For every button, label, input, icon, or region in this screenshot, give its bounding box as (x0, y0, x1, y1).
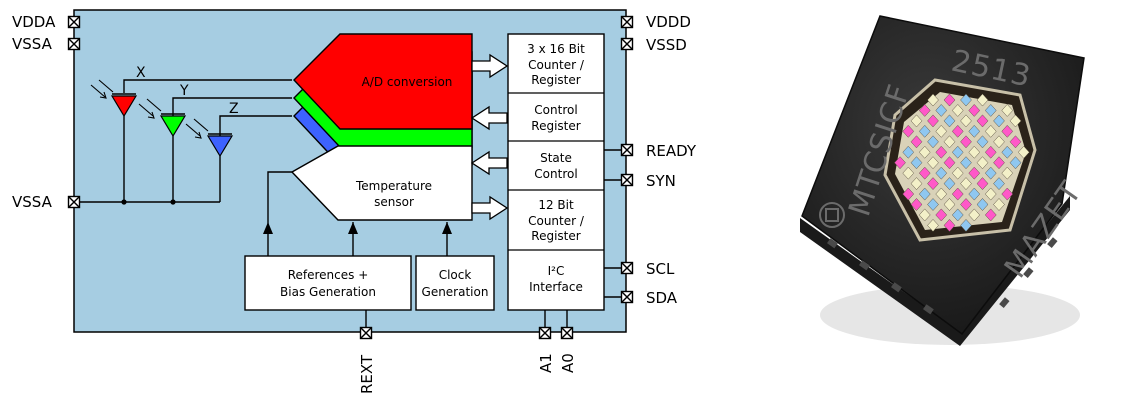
wire-label-y: Y (179, 83, 189, 99)
svg-text:READY: READY (646, 142, 697, 160)
svg-text:SDA: SDA (646, 289, 678, 307)
svg-text:3 x 16 Bit: 3 x 16 Bit (527, 42, 585, 56)
junction-dot (170, 199, 175, 204)
svg-text:References +: References + (288, 268, 369, 282)
wire-label-z: Z (229, 101, 239, 117)
pin-vssa-top: VSSA (12, 35, 80, 53)
svg-text:SYN: SYN (646, 172, 676, 190)
pin-vssa-mid: VSSA (12, 193, 80, 211)
pin-vdda: VDDA (12, 13, 80, 31)
pin-vssd: VSSD (622, 36, 687, 54)
references-bias-block: References + Bias Generation (245, 256, 411, 310)
svg-text:VSSA: VSSA (12, 35, 53, 53)
wire-label-x: X (136, 65, 146, 81)
svg-text:Control: Control (534, 167, 577, 181)
temp-label-1: Temperature (355, 179, 432, 193)
svg-text:12 Bit: 12 Bit (538, 198, 574, 212)
svg-text:Register: Register (531, 73, 580, 87)
counter-register-block: 3 x 16 Bit Counter / Register (527, 42, 585, 87)
sensor-chip-photo (800, 16, 1084, 346)
svg-text:A1: A1 (537, 353, 555, 373)
svg-text:Bias Generation: Bias Generation (280, 285, 376, 299)
svg-text:Register: Register (531, 119, 580, 133)
svg-text:I²C: I²C (548, 264, 565, 278)
svg-text:VSSD: VSSD (646, 36, 687, 54)
svg-text:Interface: Interface (529, 280, 583, 294)
adc-label: A/D conversion (362, 75, 453, 89)
svg-text:State: State (540, 151, 572, 165)
svg-text:A0: A0 (559, 353, 577, 373)
svg-text:SCL: SCL (646, 260, 675, 278)
svg-text:Counter /: Counter / (528, 58, 585, 72)
temp-label-2: sensor (374, 195, 414, 209)
junction-dot (121, 199, 126, 204)
clock-generation-block: Clock Generation (416, 256, 494, 310)
svg-text:Register: Register (531, 229, 580, 243)
svg-text:VDDA: VDDA (12, 13, 56, 31)
svg-text:Generation: Generation (422, 285, 489, 299)
svg-text:Counter /: Counter / (528, 214, 585, 228)
svg-text:VDDD: VDDD (646, 13, 691, 31)
pin-vddd: VDDD (622, 13, 691, 31)
svg-text:Clock: Clock (439, 268, 472, 282)
svg-text:VSSA: VSSA (12, 193, 53, 211)
svg-text:REXT: REXT (358, 354, 376, 394)
svg-text:Control: Control (534, 103, 577, 117)
